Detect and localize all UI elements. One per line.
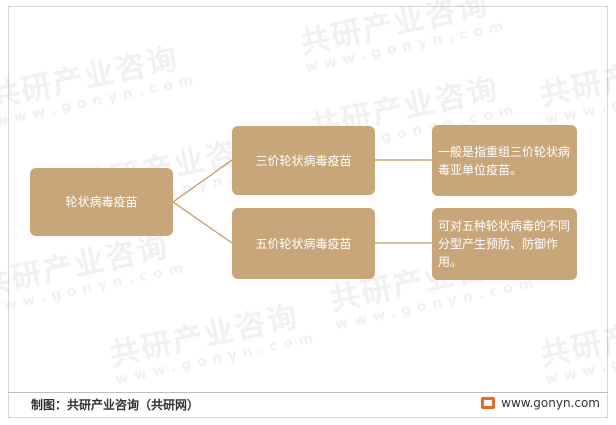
root-label: 轮状病毒疫苗 — [65, 195, 138, 209]
description-node-pentavalent: 可对五种轮状病毒的不同分型产生预防、防御作用。 — [432, 208, 577, 280]
gonyn-logo-icon — [481, 397, 496, 409]
branch-node-trivalent: 三价轮状病毒疫苗 — [232, 126, 375, 195]
root-node: 轮状病毒疫苗 — [30, 168, 173, 236]
footer-divider — [8, 392, 608, 393]
description-node-trivalent: 一般是指重组三价轮状病毒亚单位疫苗。 — [432, 125, 577, 196]
website-link[interactable]: www.gonyn.com — [501, 396, 600, 410]
site-credit: www.gonyn.com — [481, 396, 600, 410]
branch-label: 三价轮状病毒疫苗 — [255, 153, 352, 168]
branch-node-pentavalent: 五价轮状病毒疫苗 — [232, 208, 375, 279]
description-text: 一般是指重组三价轮状病毒亚单位疫苗。 — [438, 144, 571, 177]
description-text: 可对五种轮状病毒的不同分型产生预防、防御作用。 — [438, 219, 571, 269]
branch-label: 五价轮状病毒疫苗 — [255, 236, 352, 251]
connector-root-to-pent — [172, 201, 233, 244]
source-credit: 制图：共研产业咨询（共研网） — [31, 398, 200, 412]
connector-root-to-tri — [172, 159, 233, 203]
